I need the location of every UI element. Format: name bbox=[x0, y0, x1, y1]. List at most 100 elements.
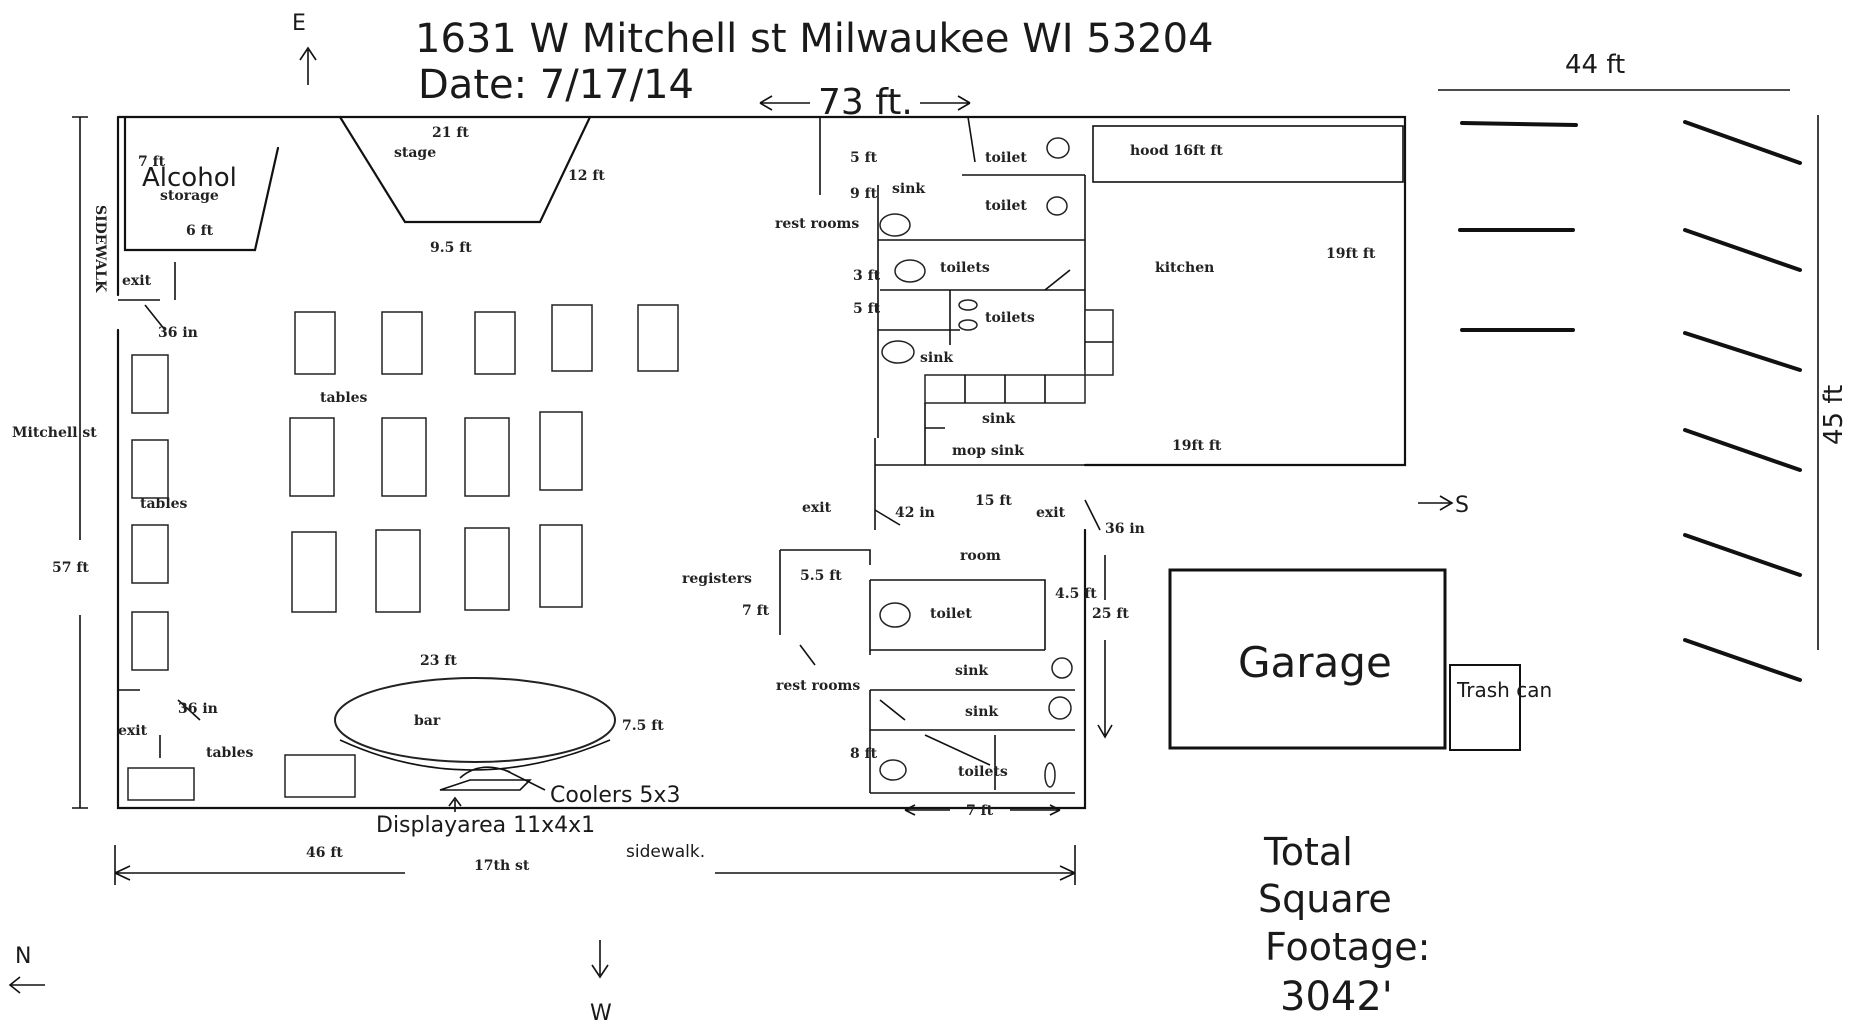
rest-rooms-bottom-label: rest rooms bbox=[776, 678, 860, 694]
right-25-dim: 25 ft bbox=[1092, 606, 1129, 622]
bar-label: bar bbox=[414, 713, 441, 729]
sink-label-2: sink bbox=[920, 350, 953, 366]
compass-right-arrow bbox=[1418, 495, 1454, 511]
exit-label-4: exit bbox=[1036, 505, 1066, 521]
sink-label-3: sink bbox=[982, 411, 1015, 427]
restroom-mid-dim-a: 3 ft bbox=[853, 268, 881, 284]
dim-left-height: 57 ft bbox=[52, 560, 89, 576]
restroom-8-dim: 8 ft bbox=[850, 746, 878, 762]
mitchell-street-label: Mitchell st bbox=[12, 425, 97, 441]
coolers-label: Coolers 5x3 bbox=[550, 783, 680, 808]
table bbox=[474, 311, 516, 375]
table bbox=[131, 354, 169, 414]
compass-right-letter: S bbox=[1455, 493, 1469, 518]
room-15-dim: 15 ft bbox=[975, 493, 1012, 509]
date-title: Date: 7/17/14 bbox=[418, 62, 694, 108]
table bbox=[131, 439, 169, 499]
registers-label: registers bbox=[682, 571, 752, 587]
stall-door bbox=[924, 734, 996, 790]
toilet-fixture bbox=[1046, 196, 1068, 216]
toilet-fixture bbox=[958, 299, 978, 311]
trash-can-label: Trash can bbox=[1456, 678, 1552, 702]
table bbox=[381, 311, 423, 375]
parking-width-dim: 44 ft bbox=[1565, 50, 1625, 80]
bar-front bbox=[339, 739, 611, 771]
exit-top-left-wall bbox=[118, 262, 176, 331]
sink-fixture bbox=[1051, 657, 1073, 679]
table bbox=[375, 529, 421, 613]
room-42-dim: 42 in bbox=[895, 505, 935, 521]
mop-sink-label: mop sink bbox=[952, 443, 1024, 459]
total-label-line1: Total bbox=[1263, 830, 1353, 874]
stage-top-dim: 21 ft bbox=[432, 125, 469, 141]
registers-width-dim: 5.5 ft bbox=[800, 568, 842, 584]
sink-fixture bbox=[881, 340, 915, 364]
bar-width-dim: 23 ft bbox=[420, 653, 457, 669]
table bbox=[127, 767, 195, 801]
right-25-line bbox=[1097, 555, 1113, 739]
compass-left-arrow bbox=[8, 976, 45, 994]
coolers-arrow bbox=[504, 769, 546, 791]
garage-building bbox=[1168, 568, 1447, 750]
restroom-bottom-walls bbox=[869, 689, 1075, 794]
compass-top-letter: E bbox=[292, 11, 306, 36]
table bbox=[291, 531, 337, 613]
garage-label: Garage bbox=[1238, 638, 1392, 687]
stall-door bbox=[1044, 269, 1071, 291]
hood-label: hood 16ft ft bbox=[1130, 143, 1223, 159]
compass-bottom-letter: W bbox=[590, 1001, 612, 1026]
counter-dividers bbox=[964, 375, 1046, 403]
compass-left-letter: N bbox=[15, 944, 31, 969]
bar-counter bbox=[334, 677, 616, 763]
parking-stall-lines bbox=[1458, 120, 1802, 682]
exit-bottom-left-label: exit bbox=[118, 723, 148, 739]
building-outer-wall bbox=[116, 115, 1407, 810]
restroom-top-dim-b: 9 ft bbox=[850, 186, 878, 202]
parking-height-dim: 45 ft bbox=[1819, 385, 1849, 445]
room-label: room bbox=[960, 548, 1001, 564]
table bbox=[539, 524, 583, 608]
sink-label-5: sink bbox=[965, 704, 998, 720]
table bbox=[464, 417, 510, 497]
rest-rooms-top-label: rest rooms bbox=[775, 216, 859, 232]
kitchen-side-dim: 19ft ft bbox=[1326, 246, 1376, 262]
sidewalk-left-label: SIDEWALK bbox=[92, 205, 108, 293]
storage-depth: 7 ft bbox=[138, 154, 166, 170]
restroom-door bbox=[799, 644, 906, 721]
tables-bottom-label: tables bbox=[206, 745, 254, 761]
toilet-label-1: toilet bbox=[985, 150, 1027, 166]
exit-door-4 bbox=[1084, 499, 1101, 531]
address-title: 1631 W Mitchell st Milwaukee WI 53204 bbox=[415, 16, 1214, 62]
restroom-top-walls bbox=[819, 116, 1086, 438]
table bbox=[284, 754, 356, 798]
stage-side-dim: 12 ft bbox=[568, 168, 605, 184]
restroom-top-dim-a: 5 ft bbox=[850, 150, 878, 166]
registers-depth-dim: 7 ft bbox=[742, 603, 770, 619]
compass-up-arrow bbox=[299, 46, 317, 85]
toilet-fixture bbox=[879, 759, 907, 781]
exit-bottom-left-width: 36 in bbox=[178, 701, 218, 717]
compass-down-arrow bbox=[591, 940, 609, 979]
sink-fixture bbox=[1048, 696, 1072, 720]
alcohol-label: Alcohol bbox=[142, 163, 237, 193]
table bbox=[131, 611, 169, 671]
toilets-label-3: toilets bbox=[958, 764, 1008, 780]
dim-bottom-width: 46 ft bbox=[306, 845, 343, 861]
storage-width: 6 ft bbox=[186, 223, 214, 239]
toilet-fixture bbox=[1046, 137, 1070, 159]
bottom-7-line bbox=[904, 804, 1061, 816]
display-area-label: Displayarea 11x4x1 bbox=[376, 813, 595, 838]
table bbox=[637, 304, 679, 372]
display-area-arrow bbox=[448, 796, 462, 812]
table bbox=[539, 411, 583, 491]
tables-left-label: tables bbox=[140, 496, 188, 512]
table bbox=[551, 304, 593, 372]
bar-depth-dim: 7.5 ft bbox=[622, 718, 664, 734]
toilet-label-3: toilet bbox=[930, 606, 972, 622]
coolers-outline bbox=[439, 766, 532, 791]
sink-fixture bbox=[879, 213, 911, 237]
kitchen-bottom-dim: 19ft ft bbox=[1172, 438, 1222, 454]
toilet-fixture bbox=[879, 602, 911, 628]
kitchen-label: kitchen bbox=[1155, 260, 1214, 276]
